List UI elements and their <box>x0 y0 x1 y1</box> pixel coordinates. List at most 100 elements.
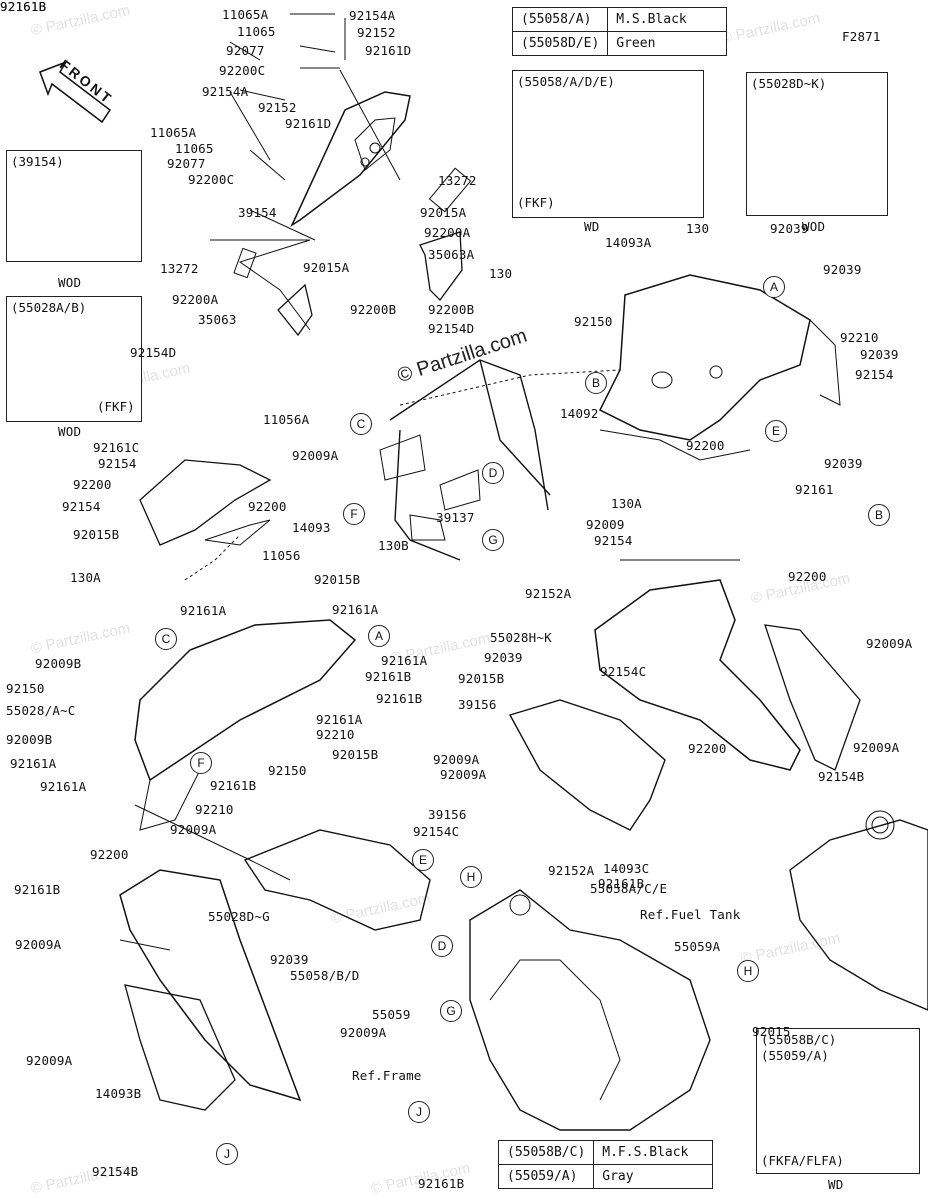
part-number-label[interactable]: 130 <box>489 266 513 281</box>
part-number-label[interactable]: 92161B <box>0 0 47 14</box>
part-number-label[interactable]: 92009A <box>170 822 217 837</box>
callout-a[interactable]: A <box>763 276 785 298</box>
part-number-label[interactable]: 92154 <box>594 533 633 548</box>
part-number-label[interactable]: 92161B <box>376 691 423 706</box>
part-number-label[interactable]: 92039 <box>860 347 899 362</box>
part-number-label[interactable]: 92161D <box>285 116 332 131</box>
part-number-label[interactable]: 55059 <box>372 1007 411 1022</box>
callout-c[interactable]: C <box>350 413 372 435</box>
part-number-label[interactable]: 13272 <box>438 173 477 188</box>
part-number-label[interactable]: 92200C <box>219 63 266 78</box>
part-number-label[interactable]: 92161A <box>180 603 227 618</box>
part-number-label[interactable]: 92077 <box>167 156 206 171</box>
part-number-label[interactable]: 92200B <box>428 302 475 317</box>
callout-d[interactable]: D <box>431 935 453 957</box>
part-number-label[interactable]: 35063A <box>428 247 475 262</box>
part-number-label[interactable]: 92161B <box>365 669 412 684</box>
part-number-label[interactable]: 14092 <box>560 406 599 421</box>
callout-f[interactable]: F <box>343 503 365 525</box>
part-number-label[interactable]: 92154 <box>98 456 137 471</box>
part-number-label[interactable]: 92154A <box>349 8 396 23</box>
part-number-label[interactable]: 130A <box>611 496 642 511</box>
part-number-label[interactable]: 92161B <box>418 1176 465 1191</box>
part-number-label[interactable]: 39156 <box>428 807 467 822</box>
part-number-label[interactable]: 11065A <box>150 125 197 140</box>
part-number-label[interactable]: 92161A <box>40 779 87 794</box>
part-number-label[interactable]: 39137 <box>436 510 475 525</box>
part-number-label[interactable]: 55058/B/D <box>290 968 360 983</box>
part-number-label[interactable]: 92015B <box>314 572 361 587</box>
part-number-label[interactable]: 92009 <box>586 517 625 532</box>
part-number-label[interactable]: 55028D~G <box>208 909 270 924</box>
callout-h[interactable]: H <box>460 866 482 888</box>
part-number-label[interactable]: 92210 <box>195 802 234 817</box>
part-number-label[interactable]: 92009A <box>26 1053 73 1068</box>
part-number-label[interactable]: 11056A <box>263 412 310 427</box>
part-number-label[interactable]: 92039 <box>823 262 862 277</box>
part-number-label[interactable]: 92200A <box>424 225 471 240</box>
part-number-label[interactable]: 92077 <box>226 43 265 58</box>
callout-d[interactable]: D <box>482 462 504 484</box>
part-number-label[interactable]: 55058A/C/E <box>590 881 668 896</box>
part-number-label[interactable]: 14093C <box>603 861 650 876</box>
part-number-label[interactable]: 14093 <box>292 520 331 535</box>
part-number-label[interactable]: 92039 <box>270 952 309 967</box>
part-number-label[interactable]: 92152A <box>548 863 595 878</box>
part-number-label[interactable]: 92161A <box>332 602 379 617</box>
part-number-label[interactable]: 92154 <box>62 499 101 514</box>
part-number-label[interactable]: 92154D <box>130 345 177 360</box>
part-number-label[interactable]: 92210 <box>316 727 355 742</box>
part-number-label[interactable]: 92039 <box>484 650 523 665</box>
part-number-label[interactable]: 92161B <box>0 0 47 14</box>
part-number-label[interactable]: 92154C <box>600 664 647 679</box>
part-number-label[interactable]: 92161A <box>381 653 428 668</box>
part-number-label[interactable]: 13272 <box>160 261 199 276</box>
part-number-label[interactable]: 92009A <box>340 1025 387 1040</box>
part-number-label[interactable]: 92200 <box>788 569 827 584</box>
part-number-label[interactable]: 35063 <box>198 312 237 327</box>
callout-c[interactable]: C <box>155 628 177 650</box>
part-number-label[interactable]: 92161D <box>365 43 412 58</box>
part-number-label[interactable]: 39156 <box>458 697 497 712</box>
part-number-label[interactable]: 55028H~K <box>490 630 552 645</box>
part-number-label[interactable]: 92039 <box>824 456 863 471</box>
part-number-label[interactable]: 92154B <box>818 769 865 784</box>
part-number-label[interactable]: 92009B <box>35 656 82 671</box>
part-number-label[interactable]: 55059A <box>674 939 721 954</box>
callout-e[interactable]: E <box>765 420 787 442</box>
part-number-label[interactable]: 92200A <box>172 292 219 307</box>
part-number-label[interactable]: 92154D <box>428 321 475 336</box>
part-number-label[interactable]: 92009A <box>15 937 62 952</box>
part-number-label[interactable]: 92154C <box>413 824 460 839</box>
callout-j[interactable]: J <box>408 1101 430 1123</box>
part-number-label[interactable]: 92200 <box>686 438 725 453</box>
part-number-label[interactable]: 92009A <box>440 767 487 782</box>
part-number-label[interactable]: 92161B <box>210 778 257 793</box>
part-number-label[interactable]: 130B <box>378 538 409 553</box>
part-number-label[interactable]: 92154 <box>855 367 894 382</box>
part-number-label[interactable]: 39154 <box>238 205 277 220</box>
part-number-label[interactable]: 92154A <box>202 84 249 99</box>
callout-f[interactable]: F <box>190 752 212 774</box>
part-number-label[interactable]: 92200C <box>188 172 235 187</box>
part-number-label[interactable]: 92200 <box>90 847 129 862</box>
part-number-label[interactable]: 92015A <box>420 205 467 220</box>
callout-e[interactable]: E <box>412 849 434 871</box>
callout-g[interactable]: G <box>440 1000 462 1022</box>
part-number-label[interactable]: 92161B <box>14 882 61 897</box>
part-number-label[interactable]: 92015B <box>73 527 120 542</box>
part-number-label[interactable]: 11065 <box>237 24 276 39</box>
part-number-label[interactable]: 11065 <box>175 141 214 156</box>
part-number-label[interactable]: 92161 <box>795 482 834 497</box>
part-number-label[interactable]: 92015 <box>752 1024 791 1039</box>
part-number-label[interactable]: 92150 <box>268 763 307 778</box>
part-number-label[interactable]: 92161C <box>93 440 140 455</box>
part-number-label[interactable]: 92161A <box>10 756 57 771</box>
part-number-label[interactable]: 92161A <box>316 712 363 727</box>
part-number-label[interactable]: 11065A <box>222 7 269 22</box>
part-number-label[interactable]: 92200B <box>350 302 397 317</box>
part-number-label[interactable]: 92015B <box>332 747 379 762</box>
part-number-label[interactable]: 92154B <box>92 1164 139 1179</box>
part-number-label[interactable]: 92152 <box>357 25 396 40</box>
callout-g[interactable]: G <box>482 529 504 551</box>
